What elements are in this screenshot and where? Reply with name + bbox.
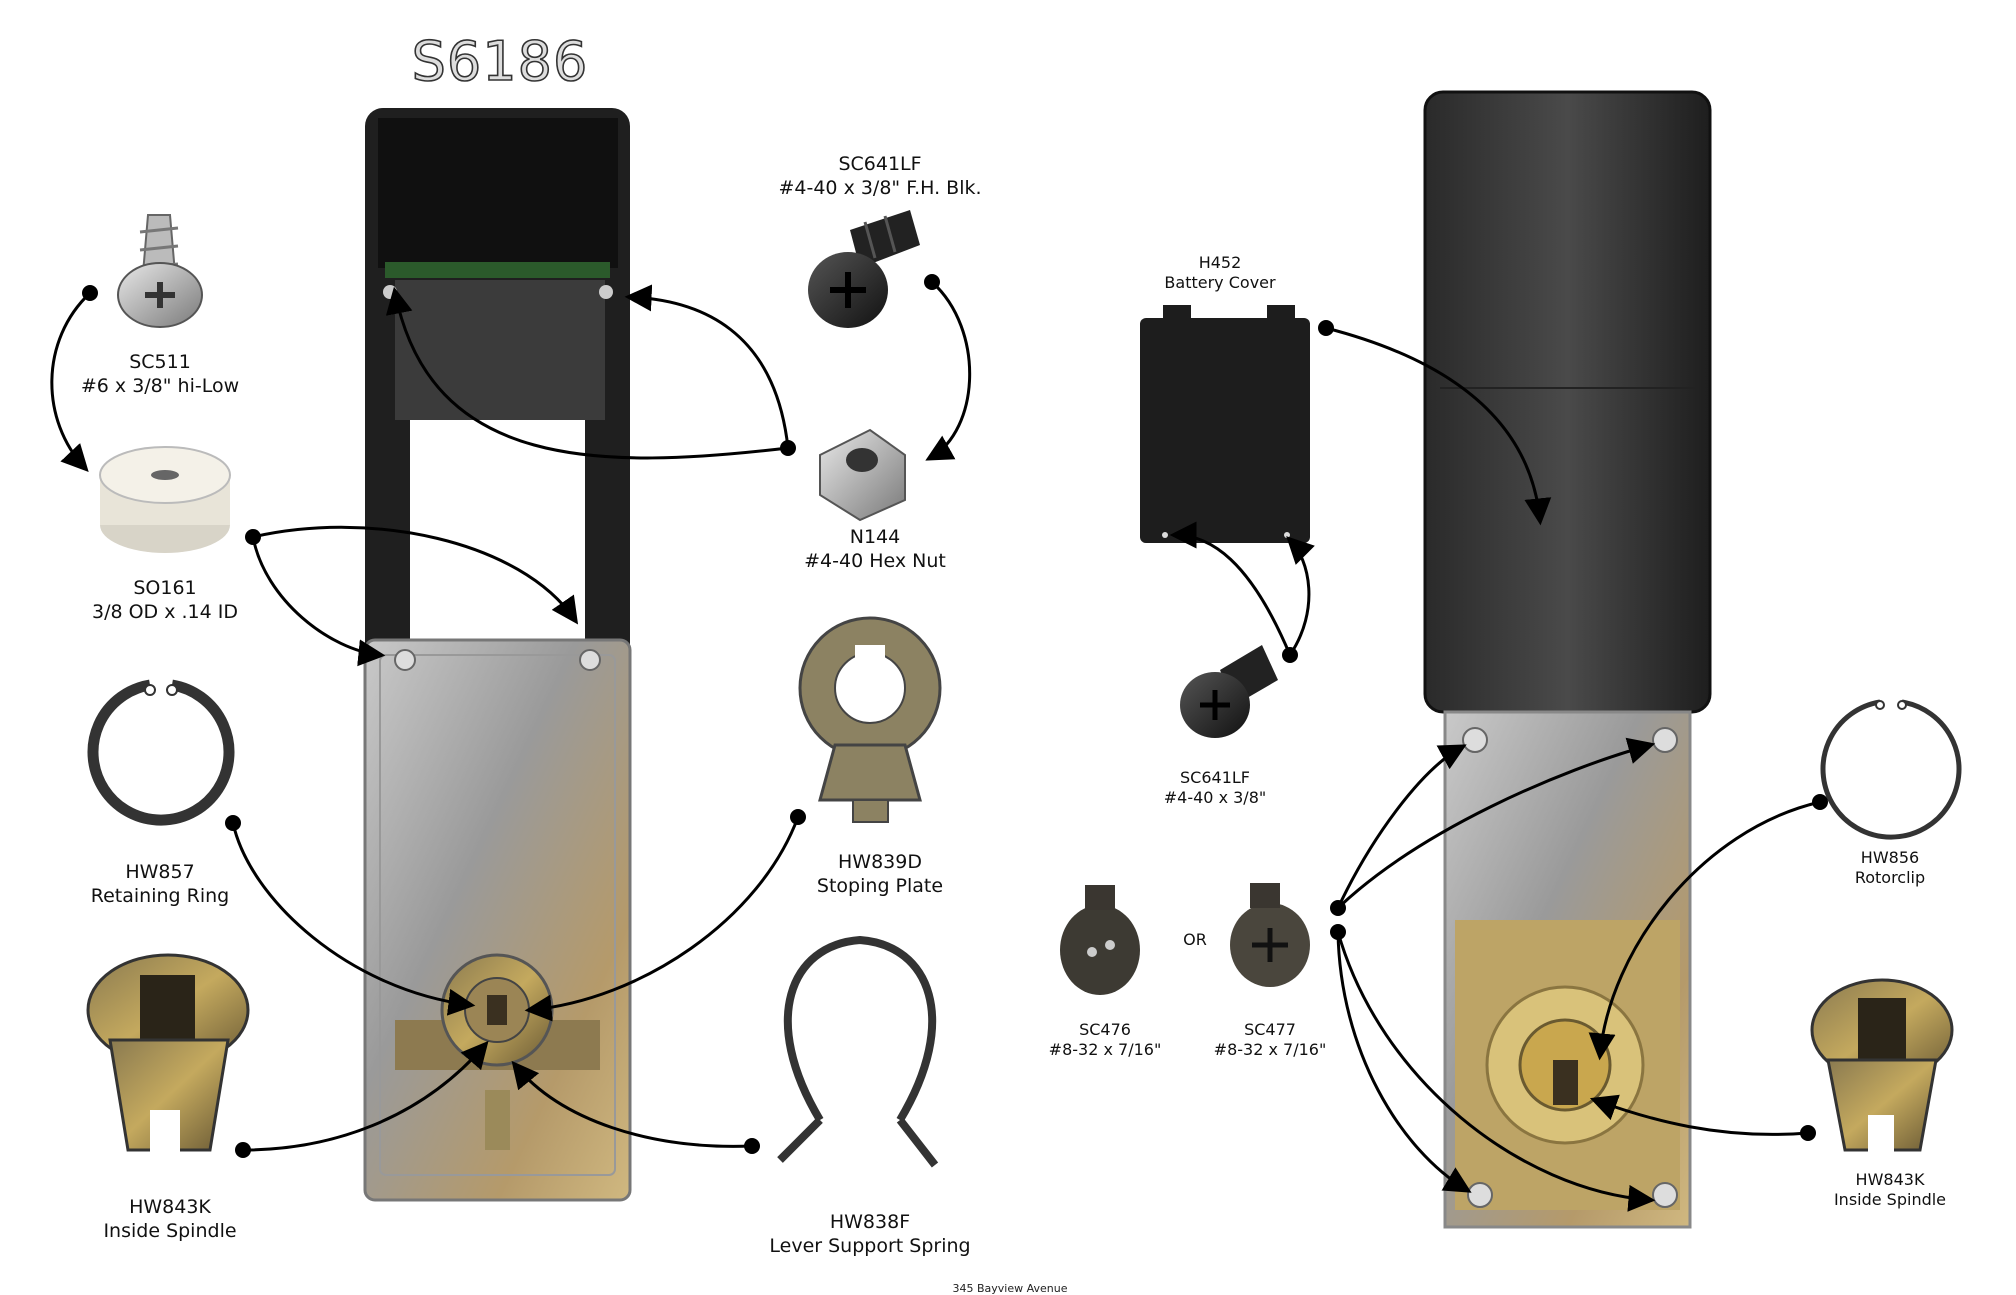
hw856-rotorclip-image	[1820, 699, 1962, 840]
n144-desc: #4-40 Hex Nut	[804, 550, 946, 572]
sc641lf-top-label: SC641LF #4-40 x 3/8" F.H. Blk.	[760, 152, 1000, 200]
h452-label: H452 Battery Cover	[1140, 253, 1300, 293]
sc476-desc: #8-32 x 7/16"	[1048, 1040, 1162, 1059]
hw843k-right-code: HW843K	[1855, 1170, 1925, 1189]
hw838f-label: HW838F Lever Support Spring	[750, 1210, 990, 1258]
sc641lf-right-desc: #4-40 x 3/8"	[1163, 788, 1267, 807]
sc641lf-right-label: SC641LF #4-40 x 3/8"	[1135, 768, 1295, 808]
hw857-label: HW857 Retaining Ring	[70, 860, 250, 908]
sc511-screw-image	[117, 214, 203, 328]
so161-spacer-image	[99, 446, 231, 553]
so161-desc: 3/8 OD x .14 ID	[91, 601, 239, 623]
sc641lf-top-screw-image	[808, 210, 920, 328]
sc476-code: SC476	[1079, 1020, 1131, 1039]
hw856-desc: Rotorclip	[1854, 868, 1926, 887]
hw839d-desc: Stoping Plate	[816, 875, 944, 897]
model-title: S6186	[411, 29, 589, 94]
hw856-code: HW856	[1860, 848, 1920, 867]
sc511-desc: #6 x 3/8" hi-Low	[80, 375, 240, 397]
footer-address: 345 Bayview Avenue	[952, 1282, 1068, 1295]
sc641lf-right-screw-image	[1180, 645, 1278, 738]
hw838f-desc: Lever Support Spring	[769, 1235, 971, 1257]
h452-code: H452	[1198, 253, 1242, 272]
hw843k-right-desc: Inside Spindle	[1833, 1190, 1947, 1209]
n144-label: N144 #4-40 Hex Nut	[780, 525, 970, 573]
hw857-code: HW857	[125, 861, 195, 883]
hw839d-label: HW839D Stoping Plate	[790, 850, 970, 898]
sc477-code: SC477	[1244, 1020, 1296, 1039]
hw857-retaining-ring-image	[87, 679, 235, 826]
hw843k-left-label: HW843K Inside Spindle	[80, 1195, 260, 1243]
callout-arrows	[50, 280, 1821, 1212]
hw843k-left-spindle-image	[86, 953, 250, 1155]
sc641lf-right-code: SC641LF	[1180, 768, 1250, 787]
hw838f-spring-image	[777, 935, 939, 1168]
sc476-label: SC476 #8-32 x 7/16"	[1035, 1020, 1175, 1060]
sc511-code: SC511	[129, 351, 191, 373]
right-lock-body	[1423, 90, 1712, 1229]
so161-label: SO161 3/8 OD x .14 ID	[70, 576, 260, 624]
hw843k-left-code: HW843K	[129, 1196, 211, 1218]
hw843k-left-desc: Inside Spindle	[103, 1220, 237, 1242]
sc511-label: SC511 #6 x 3/8" hi-Low	[75, 350, 245, 398]
hw843k-right-label: HW843K Inside Spindle	[1815, 1170, 1965, 1210]
hw839d-code: HW839D	[838, 851, 922, 873]
n144-code: N144	[849, 526, 901, 548]
left-lock-body	[363, 108, 632, 1202]
hw856-label: HW856 Rotorclip	[1825, 848, 1955, 888]
sc477-screw-image	[1230, 883, 1310, 987]
callout-dots	[82, 274, 1828, 1158]
or-label: OR	[1183, 930, 1207, 949]
hw838f-code: HW838F	[829, 1211, 911, 1233]
hw839d-stopping-plate-image	[798, 616, 942, 823]
h452-battery-cover-image	[1140, 305, 1310, 543]
hw843k-right-spindle-image	[1810, 978, 1954, 1153]
sc641lf-top-code: SC641LF	[838, 153, 922, 175]
h452-desc: Battery Cover	[1164, 273, 1276, 292]
sc476-screw-image	[1060, 885, 1140, 995]
n144-hex-nut-image	[819, 428, 906, 522]
sc477-label: SC477 #8-32 x 7/16"	[1200, 1020, 1340, 1060]
so161-code: SO161	[133, 577, 197, 599]
sc641lf-top-desc: #4-40 x 3/8" F.H. Blk.	[778, 177, 982, 199]
sc477-desc: #8-32 x 7/16"	[1213, 1040, 1327, 1059]
hw857-desc: Retaining Ring	[90, 885, 230, 907]
